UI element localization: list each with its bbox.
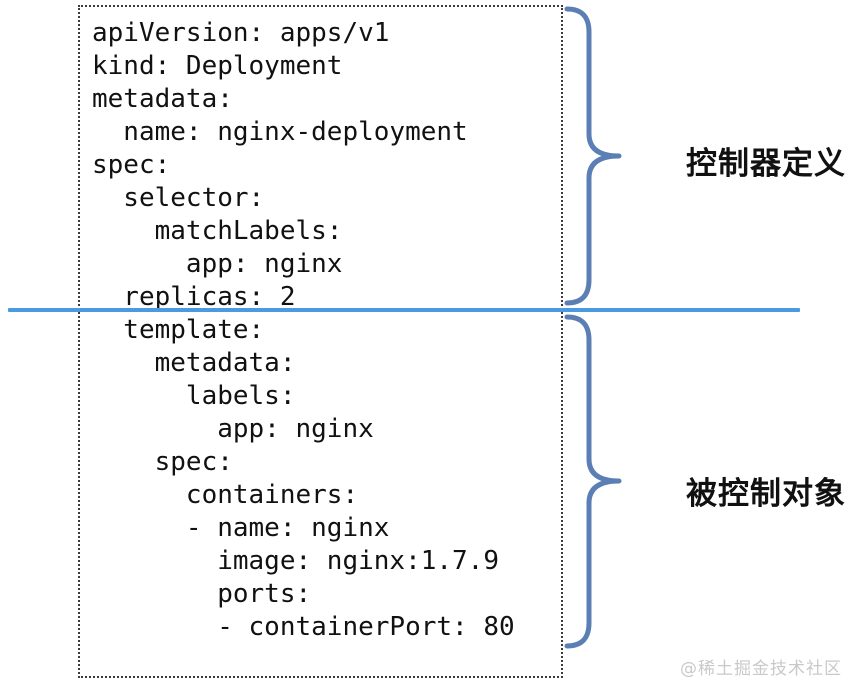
code-line: - name: nginx bbox=[92, 513, 390, 543]
code-line: apiVersion: apps/v1 bbox=[92, 18, 390, 48]
code-line: ports: bbox=[92, 579, 312, 609]
code-line: replicas: 2 bbox=[92, 282, 296, 312]
brace-controller-icon bbox=[563, 6, 625, 306]
code-line: labels: bbox=[92, 381, 296, 411]
code-line: kind: Deployment bbox=[92, 51, 343, 81]
code-line: image: nginx:1.7.9 bbox=[92, 546, 499, 576]
code-line: name: nginx-deployment bbox=[92, 117, 468, 147]
code-line: - containerPort: 80 bbox=[92, 612, 515, 642]
label-controller-definition: 控制器定义 bbox=[686, 146, 846, 182]
code-line: metadata: bbox=[92, 348, 296, 378]
section-divider-line bbox=[8, 308, 800, 312]
code-line: selector: bbox=[92, 183, 265, 213]
code-line: containers: bbox=[92, 480, 359, 510]
code-line: template: bbox=[92, 315, 265, 345]
code-line: spec: bbox=[92, 447, 233, 477]
code-line: matchLabels: bbox=[92, 216, 343, 246]
code-line: metadata: bbox=[92, 84, 233, 114]
label-controlled-object: 被控制对象 bbox=[686, 476, 846, 512]
code-line: app: nginx bbox=[92, 249, 343, 279]
brace-controlled-icon bbox=[563, 314, 625, 649]
code-line: app: nginx bbox=[92, 414, 374, 444]
code-line: spec: bbox=[92, 150, 171, 180]
watermark-text: @稀土掘金技术社区 bbox=[680, 659, 842, 679]
